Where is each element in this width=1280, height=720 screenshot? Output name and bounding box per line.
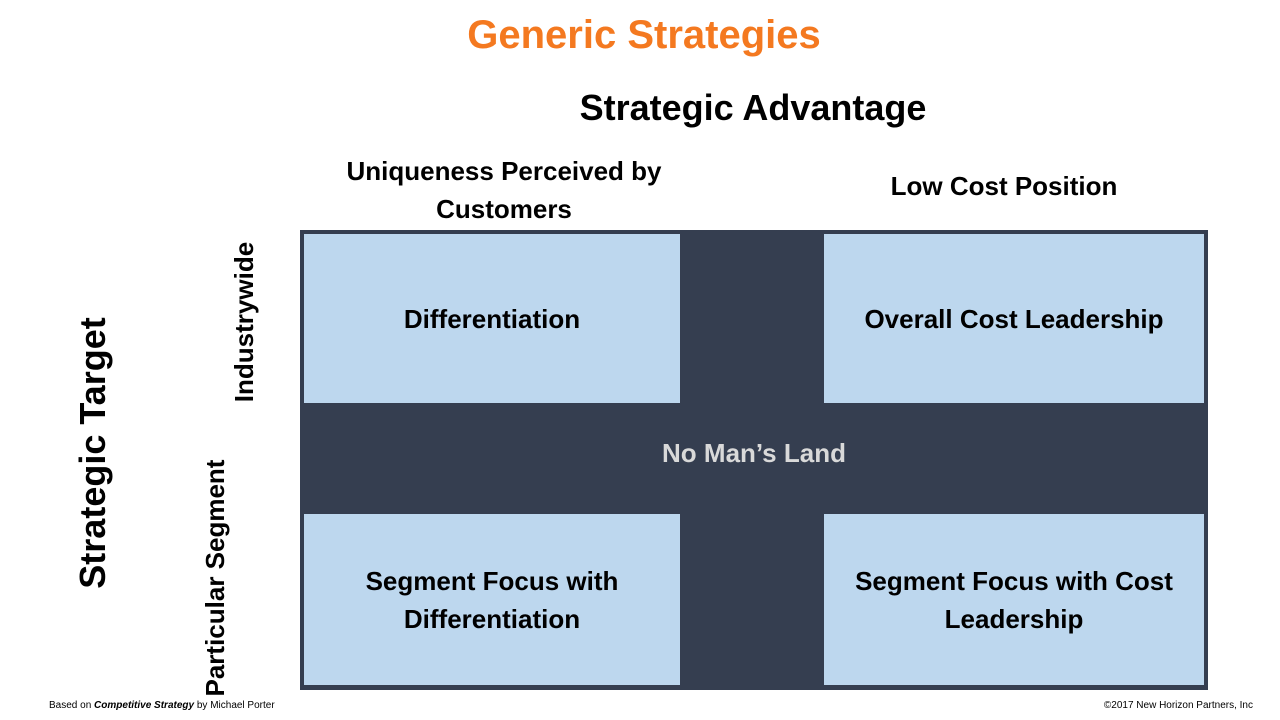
strategic-advantage-label: Strategic Advantage <box>579 87 927 128</box>
cell-overall-cost-leadership: Overall Cost Leadership <box>824 234 1204 403</box>
column-header-low-cost: Low Cost Position <box>890 171 1118 201</box>
footer-author: by Michael Porter <box>196 700 275 711</box>
no-mans-land-label: No Man’s Land <box>662 438 846 468</box>
row-header-particular-segment: Particular Segment <box>200 459 230 697</box>
cell-segment-focus-cost-leadership-label: Segment Focus with Cost Leadership <box>855 565 1173 634</box>
cell-segment-focus-differentiation-label: Segment Focus with Differentiation <box>365 565 619 634</box>
footer-source: Based on Competitive Strategy by Michael… <box>49 699 275 713</box>
row-header-industrywide: Industrywide <box>229 241 259 403</box>
footer-based-on: Based on <box>49 700 92 711</box>
footer-book-title: Competitive Strategy <box>94 700 195 711</box>
cell-differentiation: Differentiation <box>304 234 680 403</box>
cell-segment-focus-cost-leadership: Segment Focus with Cost Leadership <box>824 514 1204 685</box>
cell-segment-focus-differentiation: Segment Focus with Differentiation <box>304 514 680 685</box>
column-header-uniqueness: Uniqueness Perceived by Customers <box>346 156 662 224</box>
page-title: Generic Strategies <box>467 13 821 57</box>
cell-differentiation-label: Differentiation <box>403 303 581 334</box>
footer-copyright: ©2017 New Horizon Partners, Inc <box>1103 700 1253 711</box>
cell-overall-cost-leadership-label: Overall Cost Leadership <box>864 303 1164 334</box>
strategic-target-label: Strategic Target <box>72 317 113 589</box>
